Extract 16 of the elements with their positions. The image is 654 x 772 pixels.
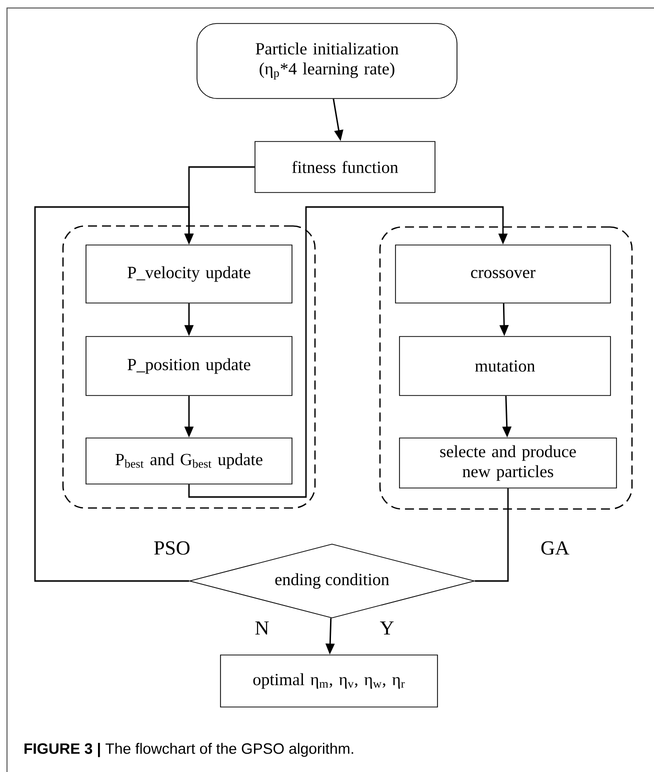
node-label: PSO xyxy=(154,541,190,555)
process-box: Particle initialization (η$_{p}$*4 learning rate) xyxy=(196,23,458,99)
process-box: crossover xyxy=(395,244,611,304)
process-box: selecte and produce new particles xyxy=(399,438,617,488)
node-label: GA xyxy=(541,541,570,555)
process-box: optimal η$_{m}$, η$_{v}$, η$_{w}$, η$_{r}$ xyxy=(220,654,438,708)
branch-label: Y xyxy=(380,621,394,635)
process-box: P_position update xyxy=(86,336,292,396)
process-box: P_velocity update xyxy=(86,244,292,304)
process-box: mutation xyxy=(399,336,611,396)
arrow xyxy=(34,206,194,582)
caption: FIGURE 3 | The flowchart of the GPSO algorithm. xyxy=(24,742,354,758)
process-box: P$_{best}$ and G$_{best}$ update xyxy=(86,438,292,484)
branch-label: N xyxy=(255,621,269,635)
arrow xyxy=(188,206,508,498)
process-box: fitness function xyxy=(254,141,436,193)
